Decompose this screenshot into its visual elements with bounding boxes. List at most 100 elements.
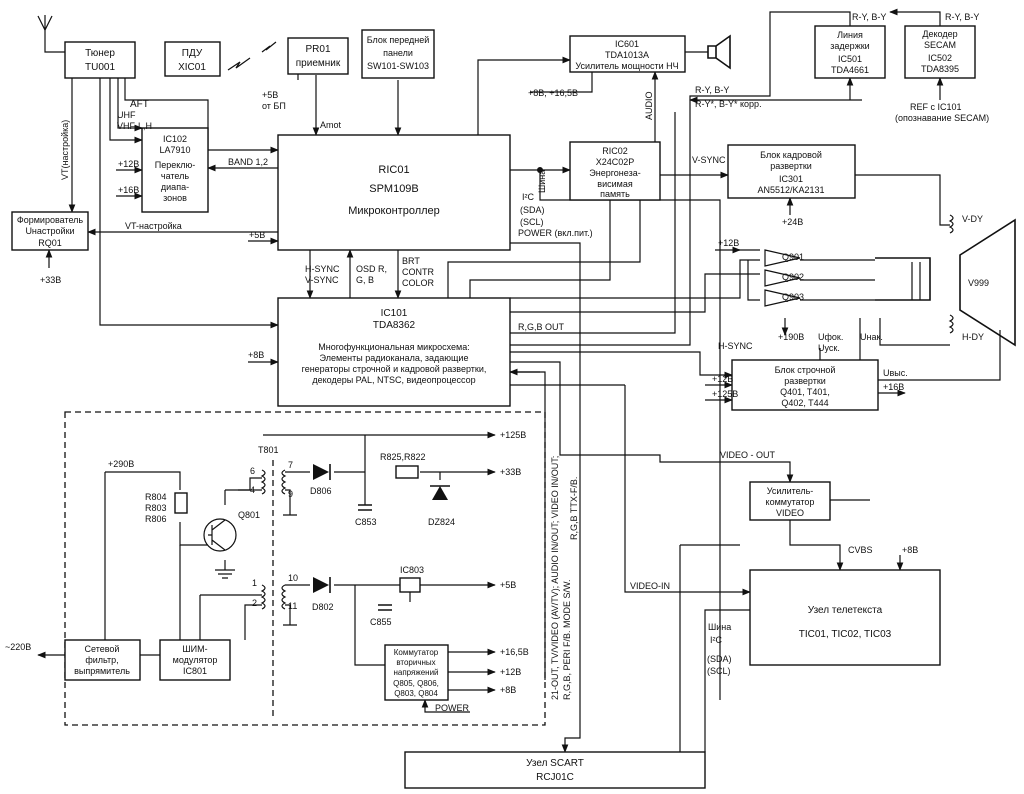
label-vt-line: VT-настройка xyxy=(125,221,182,231)
ric01-line-3: Микроконтроллер xyxy=(348,205,440,217)
label-ref2: (опознавание SECAM) xyxy=(895,113,989,123)
label-p5-bp1: +5В xyxy=(262,90,278,100)
label-vhf: VHF-L,H xyxy=(117,121,152,131)
block-teletext: Узел телетекста TIC01, TIC02, TIC03 xyxy=(749,569,941,666)
label-pin1: 1 xyxy=(252,578,257,588)
ric02-line-4: висимая xyxy=(597,179,633,189)
delay-line-1: Линия xyxy=(837,30,863,40)
label-audio: AUDIO xyxy=(644,91,654,120)
label-q903: Q903 xyxy=(782,292,804,302)
label-scart-signals-2: R,G,B, PERI F/B. MODE S/W. xyxy=(562,579,572,700)
video-amp-line-3: VIDEO xyxy=(776,508,804,518)
switcher-line-3: напряжений xyxy=(393,668,438,677)
front-line-3: SW101-SW103 xyxy=(367,61,429,71)
label-scart-signals-3: R,G,B TTX-F/B. xyxy=(569,477,579,540)
tuner-line-1: Тюнер xyxy=(85,48,115,59)
label-r804: R804 xyxy=(145,492,167,502)
label-q901: Q901 xyxy=(782,252,804,262)
delay-line-2: задержки xyxy=(830,41,869,51)
label-ry-corr: R-Y*, B-Y* корр. xyxy=(695,99,762,109)
label-t801: T801 xyxy=(258,445,279,455)
signal-lines xyxy=(37,8,1016,753)
ric02-line-1: RIC02 xyxy=(602,146,628,156)
label-rgb-out: R,G,B OUT xyxy=(518,322,565,332)
block-switcher: Коммутатор вторичных напряжений Q805, Q8… xyxy=(384,644,449,701)
frame-line-4: AN5512/KA2131 xyxy=(757,185,824,195)
block-ric02: RIC02 X24C02P Энергонеза- висимая память xyxy=(569,141,661,201)
label-brt1: BRT xyxy=(402,256,420,266)
label-ref1: REF с IC101 xyxy=(910,102,962,112)
label-hsync-1: H-SYNC xyxy=(305,264,340,274)
label-bus1: Шина xyxy=(537,170,547,193)
label-pin10: 10 xyxy=(288,573,298,583)
label-p16-b: +16В xyxy=(883,382,904,392)
line-scan-line-4: Q402, T444 xyxy=(781,398,828,408)
label-p8-165: +8В, +16,5В xyxy=(528,88,578,98)
label-brt3: COLOR xyxy=(402,278,435,288)
block-scart: Узел SCART RCJ01C xyxy=(404,751,706,789)
label-pin2: 2 xyxy=(252,598,257,608)
label-p12-b: +12В xyxy=(718,238,739,248)
label-ic803: IC803 xyxy=(400,565,424,575)
label-r806: R806 xyxy=(145,514,167,524)
label-p33-a: +33В xyxy=(40,275,61,285)
ic101-line-6: декодеры PAL, NTSC, видеопроцессор xyxy=(312,375,475,385)
ic102-line-2: LA7910 xyxy=(159,145,190,155)
label-c855: C855 xyxy=(370,617,392,627)
label-uvys: Uвыс. xyxy=(883,368,908,378)
label-cvbs: CVBS xyxy=(848,545,873,555)
ic102-line-6: зонов xyxy=(163,193,187,203)
label-p12-a: +12В xyxy=(118,159,139,169)
label-bus4: (SCL) xyxy=(520,217,544,227)
label-p125-b: +125В xyxy=(500,430,526,440)
block-delay-line: Линия задержки IC501 TDA4661 xyxy=(814,25,886,79)
frame-line-2: развертки xyxy=(770,161,812,171)
label-v999: V999 xyxy=(968,278,989,288)
line-scan-line-1: Блок строчной xyxy=(775,365,836,375)
pdu-line-1: ПДУ xyxy=(182,48,203,59)
front-line-2: панели xyxy=(383,48,413,58)
label-bus-b3: (SDA) xyxy=(707,654,732,664)
label-bus-b4: (SCL) xyxy=(707,666,731,676)
block-ic102: IC102 LA7910 Переклю- чатель диапа- зоно… xyxy=(141,127,209,213)
former-line-2: Uнастройки xyxy=(25,226,74,236)
block-frame-scan: Блок кадровой развертки IC301 AN5512/KA2… xyxy=(727,144,856,199)
ic101-line-5: генераторы строчной и кадровой развертки… xyxy=(302,364,487,374)
tuner-line-2: TU001 xyxy=(85,62,115,73)
switcher-line-4: Q805, Q806, xyxy=(393,679,439,688)
label-c853: C853 xyxy=(355,517,377,527)
label-vdy: V-DY xyxy=(962,214,983,224)
label-hsync: H-SYNC xyxy=(718,341,753,351)
label-p125-a: +125В xyxy=(712,389,738,399)
block-ric01: RIC01 SPM109B Микроконтроллер xyxy=(277,134,511,251)
secam-line-2: SECAM xyxy=(924,40,956,50)
secam-line-1: Декодер xyxy=(922,29,957,39)
ric02-line-2: X24C02P xyxy=(596,157,635,167)
frame-line-1: Блок кадровой xyxy=(760,150,822,160)
block-ic101: IC101 TDA8362 Многофункциональная микрос… xyxy=(277,297,511,407)
label-amot: Amot xyxy=(320,120,342,130)
label-p290: +290В xyxy=(108,459,134,469)
label-p16-a: +16В xyxy=(118,185,139,195)
label-brt2: CONTR xyxy=(402,267,434,277)
label-aft: AFT xyxy=(130,99,149,110)
label-dz824: DZ824 xyxy=(428,517,455,527)
scart-line-1: Узел SCART xyxy=(526,758,584,769)
ic102-line-3: Переклю- xyxy=(155,160,196,170)
label-ufok1: Uфок. xyxy=(818,332,843,342)
label-vt-nastr: VT(настройка) xyxy=(60,120,70,180)
label-bus-b1: Шина xyxy=(708,622,731,632)
label-ry-by3: R-Y, B-Y xyxy=(695,85,729,95)
label-q902: Q902 xyxy=(782,272,804,282)
label-p5-bp2: от БП xyxy=(262,101,286,111)
label-pin6: 6 xyxy=(250,466,255,476)
label-scart-signals-1: 21-OUT, TV/VIDEO (AV/TV); AUDIO IN/OUT; … xyxy=(550,456,560,700)
pwm-line-1: ШИМ- xyxy=(182,644,207,654)
ric02-line-5: память xyxy=(600,189,630,199)
block-video-amp: Усилитель- коммутатор VIDEO xyxy=(749,481,831,521)
label-bus-b2: I²C xyxy=(710,635,722,645)
ic102-line-5: диапа- xyxy=(161,182,189,192)
label-osd1: OSD R, xyxy=(356,264,387,274)
former-line-1: Формирователь xyxy=(17,215,84,225)
ic101-line-4: Элементы радиоканала, задающие xyxy=(320,353,469,363)
